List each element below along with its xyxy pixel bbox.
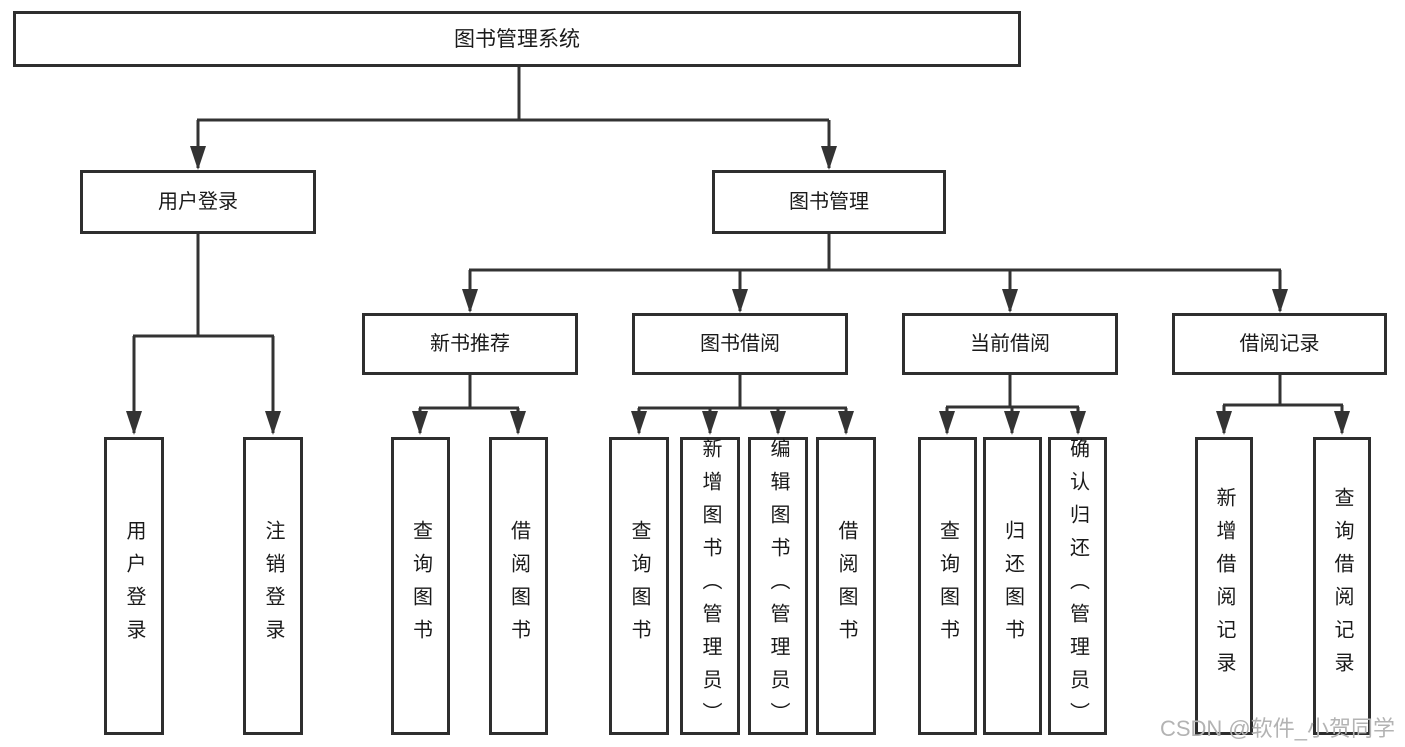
leaf-user-logout: 注销登录 [243, 437, 303, 735]
leaf-user-logout-label: 注销登录 [262, 520, 284, 652]
node-new-book-recommend: 新书推荐 [362, 313, 578, 375]
leaf-borrow-borrow-books: 借阅图书 [816, 437, 876, 735]
leaf-records-query-record: 查询借阅记录 [1313, 437, 1371, 735]
borrow-records-label: 借阅记录 [1239, 333, 1320, 355]
leaf-user-login-label: 用户登录 [123, 520, 145, 652]
node-user-login: 用户登录 [80, 170, 316, 234]
watermark-text: CSDN @软件_小贺同学 [1159, 716, 1395, 741]
current-borrow-label: 当前借阅 [970, 333, 1050, 355]
connector-book-borrow [631, 375, 854, 435]
connector-user-login [126, 234, 281, 435]
leaf-recommend-borrow-books: 借阅图书 [489, 437, 548, 735]
leaf-recommend-query-books-label: 查询图书 [409, 520, 432, 652]
leaf-borrow-edit-books-admin: 编辑图书（管理员） [748, 437, 808, 735]
leaf-current-query-books: 查询图书 [918, 437, 977, 735]
new-book-recommend-label: 新书推荐 [430, 333, 510, 355]
leaf-current-confirm-return-admin-label: 确认归还（管理员） [1066, 437, 1089, 735]
node-book-management: 图书管理 [712, 170, 946, 234]
leaf-records-add-record: 新增借阅记录 [1195, 437, 1253, 735]
leaf-user-login: 用户登录 [104, 437, 164, 735]
leaf-borrow-add-books-admin-label: 新增图书（管理员） [699, 437, 721, 735]
connector-new-book-recommend [412, 375, 526, 435]
leaf-borrow-add-books-admin: 新增图书（管理员） [680, 437, 740, 735]
node-current-borrow: 当前借阅 [902, 313, 1118, 375]
leaf-recommend-query-books: 查询图书 [391, 437, 450, 735]
connector-borrow-records [1216, 375, 1350, 435]
leaf-records-add-record-label: 新增借阅记录 [1213, 487, 1235, 685]
root-label: 图书管理系统 [454, 27, 580, 51]
leaf-borrow-edit-books-admin-label: 编辑图书（管理员） [767, 437, 789, 735]
leaf-records-query-record-label: 查询借阅记录 [1331, 487, 1353, 685]
leaf-borrow-query-books-label: 查询图书 [628, 520, 650, 652]
node-book-borrow: 图书借阅 [632, 313, 848, 375]
book-borrow-label: 图书借阅 [700, 333, 780, 355]
leaf-borrow-borrow-books-label: 借阅图书 [835, 520, 857, 652]
leaf-borrow-query-books: 查询图书 [609, 437, 669, 735]
connector-current-borrow [939, 375, 1086, 435]
book-management-label: 图书管理 [789, 191, 869, 213]
node-borrow-records: 借阅记录 [1172, 313, 1387, 375]
user-login-label: 用户登录 [158, 191, 238, 213]
leaf-current-confirm-return-admin: 确认归还（管理员） [1048, 437, 1107, 735]
leaf-current-return-books: 归还图书 [983, 437, 1042, 735]
leaf-current-query-books-label: 查询图书 [936, 520, 959, 652]
leaf-current-return-books-label: 归还图书 [1001, 520, 1024, 652]
connector-book-management [462, 234, 1288, 313]
connector-root [190, 67, 837, 170]
leaf-recommend-borrow-books-label: 借阅图书 [507, 520, 530, 652]
node-library-system-root: 图书管理系统 [13, 11, 1021, 67]
